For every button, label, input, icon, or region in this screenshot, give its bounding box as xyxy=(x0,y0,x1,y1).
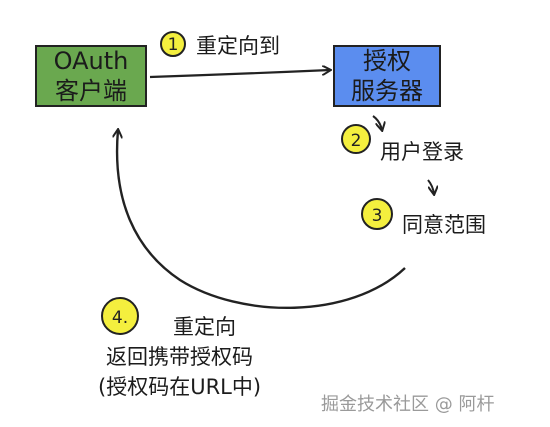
step-number-2: 2 xyxy=(351,131,362,151)
arrow-to-consent xyxy=(427,179,434,194)
client-label-line2: 客户端 xyxy=(55,77,127,105)
step-badge-1: 1 xyxy=(160,31,186,57)
client-label-line1: OAuth xyxy=(53,47,129,75)
step-label-4-line1: 重定向 xyxy=(173,315,237,339)
auth-server-label-line1: 授权 xyxy=(363,47,411,75)
step-badge-2: 2 xyxy=(341,124,371,154)
step-number-1: 1 xyxy=(168,35,179,55)
step-badge-4: 4. xyxy=(101,297,139,335)
arrow-to-login xyxy=(372,115,382,130)
step-number-4: 4. xyxy=(112,308,128,328)
step-label-4-line3: (授权码在URL中) xyxy=(98,375,262,399)
auth-server-node: 授权 服务器 xyxy=(333,45,441,107)
arrow-return-to-client xyxy=(117,130,406,310)
oauth-client-node: OAuth 客户端 xyxy=(35,45,147,107)
step-label-2: 用户登录 xyxy=(380,140,464,164)
step-badge-3: 3 xyxy=(361,198,393,230)
watermark: 掘金技术社区 @ 阿杆 xyxy=(321,394,495,415)
step-label-3: 同意范围 xyxy=(402,213,486,237)
arrow-redirect-to-auth xyxy=(149,70,330,79)
step-label-4: 重定向 返回携带授权码 (授权码在URL中) xyxy=(98,312,261,402)
step-number-3: 3 xyxy=(372,206,383,226)
step-label-1: 重定向到 xyxy=(196,34,280,58)
step-label-4-line2: 返回携带授权码 xyxy=(106,345,254,369)
auth-server-label-line2: 服务器 xyxy=(351,77,423,105)
